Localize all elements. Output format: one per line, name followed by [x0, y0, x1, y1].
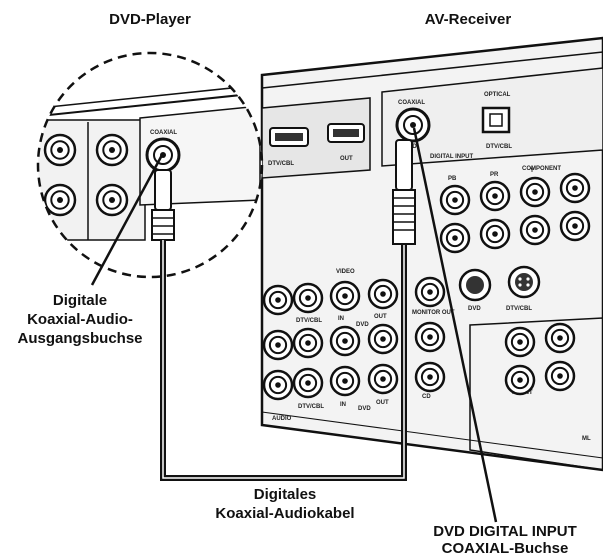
video-rca-jack[interactable]	[329, 280, 361, 312]
callout-dvd-digital-input: DVD DIGITAL INPUT COAXIAL-Buchse	[433, 523, 577, 556]
optical-label: OPTICAL	[484, 92, 511, 98]
component-rca-jack[interactable]	[519, 214, 551, 246]
player-coaxial-label: COAXIAL	[150, 130, 177, 136]
video-rca-jack[interactable]	[292, 282, 324, 314]
audio-rca-jack[interactable]	[292, 327, 324, 359]
audio-rca-jack[interactable]	[414, 321, 446, 353]
component-jacks: PB PR Y	[448, 168, 534, 182]
component-rca-jack[interactable]	[559, 210, 591, 242]
audio-rca-jack[interactable]	[292, 367, 324, 399]
callout-coax-cable: Digitales Koaxial-Audiokabel	[215, 486, 354, 522]
hdmi-dtv-label: DTV/CBL	[268, 161, 294, 167]
audio-label: AUDIO	[272, 416, 292, 422]
front-rca-jack[interactable]	[504, 326, 536, 358]
audio-rca-jack[interactable]	[367, 323, 399, 355]
video-in-label: IN	[338, 316, 344, 322]
dvd-label-2: DVD	[468, 306, 481, 312]
audio-rca-jack[interactable]	[329, 365, 361, 397]
digital-input-section: COAXIAL OPTICAL DVD DIGITAL INPUT DTV/CB…	[381, 67, 603, 172]
audio-dvd-label: DVD	[358, 406, 371, 412]
coaxial-label: COAXIAL	[398, 100, 425, 106]
audio-dtv-label: DTV/CBL	[298, 404, 324, 410]
callout-line: COAXIAL-Buchse	[442, 540, 569, 556]
receiver-rca-jacks	[262, 172, 591, 401]
video-out-label: OUT	[374, 314, 387, 320]
component-rca-jack[interactable]	[479, 180, 511, 212]
audio-rca-jack[interactable]	[367, 363, 399, 395]
cd-label: CD	[422, 394, 431, 400]
pointer-dvd-digital-input	[412, 127, 498, 523]
component-rca-jack[interactable]	[439, 222, 471, 254]
optical-dtv-label: DTV/CBL	[486, 144, 512, 150]
video-label: VIDEO	[336, 269, 355, 275]
video-dtv-label: DTV/CBL	[296, 318, 322, 324]
coax-cable	[160, 139, 416, 481]
video-dvd-label: DVD	[356, 322, 369, 328]
pr-label: PR	[490, 172, 499, 178]
dtv-cbl-label-2: DTV/CBL	[506, 306, 532, 312]
video-rca-jack[interactable]	[262, 284, 294, 316]
component-label: COMPONENT	[522, 166, 561, 172]
monitor-out-label: MONITOR OUT	[412, 310, 455, 316]
player-coaxial-jack[interactable]	[145, 137, 181, 173]
player-rca-jack[interactable]	[95, 183, 129, 217]
av-receiver-rear-panel: DTV/CBL OUT COAXIAL OPTICAL DVD DIGITAL …	[260, 36, 603, 472]
video-rca-jack[interactable]	[367, 278, 399, 310]
callout-line: Koaxial-Audio-	[27, 311, 133, 328]
ml-label: ML	[582, 436, 591, 442]
callout-digital-out-jack: Digitale Koaxial-Audio- Ausgangsbuchse	[17, 292, 142, 347]
y-label: Y	[530, 168, 534, 174]
receiver-coaxial-jack[interactable]	[395, 107, 431, 143]
pb-label: PB	[448, 176, 457, 182]
player-rca-jacks	[43, 133, 129, 217]
header-av-receiver: AV-Receiver	[425, 11, 512, 28]
audio-out-label: OUT	[376, 400, 389, 406]
component-rca-jack[interactable]	[479, 218, 511, 250]
pointer-digital-out	[90, 154, 164, 286]
component-rca-jack[interactable]	[519, 176, 551, 208]
callout-line: DVD DIGITAL INPUT	[433, 523, 577, 540]
player-rca-jack[interactable]	[43, 183, 77, 217]
callout-line: Ausgangsbuchse	[17, 330, 142, 347]
audio-rca-jack[interactable]	[414, 361, 446, 393]
front-rca-jack[interactable]	[544, 322, 576, 354]
hdmi-section: DTV/CBL OUT	[261, 97, 371, 179]
receiver-optical-jack[interactable]	[481, 106, 511, 134]
callout-line: Koaxial-Audiokabel	[215, 505, 354, 522]
callout-line: Digitales	[254, 486, 317, 503]
audio-rca-jack[interactable]	[262, 369, 294, 401]
player-rca-jack[interactable]	[95, 133, 129, 167]
component-rca-jack[interactable]	[439, 184, 471, 216]
s-video-jack-2[interactable]	[458, 268, 492, 302]
component-rca-jack[interactable]	[559, 172, 591, 204]
player-rca-jack[interactable]	[43, 133, 77, 167]
digital-input-label: DIGITAL INPUT	[430, 154, 473, 160]
audio-rca-jack[interactable]	[329, 325, 361, 357]
dvd-player-zoom: COAXIAL	[36, 51, 264, 279]
hdmi-out-label: OUT	[340, 156, 353, 162]
player-rca-plug	[151, 169, 175, 241]
audio-rca-jack[interactable]	[262, 329, 294, 361]
video-rca-jack[interactable]	[414, 276, 446, 308]
header-dvd-player: DVD-Player	[109, 11, 191, 28]
front-rca-jack[interactable]	[544, 360, 576, 392]
audio-in-label: IN	[340, 402, 346, 408]
front-rca-jack[interactable]	[504, 364, 536, 396]
s-video-jack[interactable]	[507, 265, 541, 299]
receiver-rca-plug	[392, 139, 416, 245]
callout-line: Digitale	[53, 292, 107, 309]
